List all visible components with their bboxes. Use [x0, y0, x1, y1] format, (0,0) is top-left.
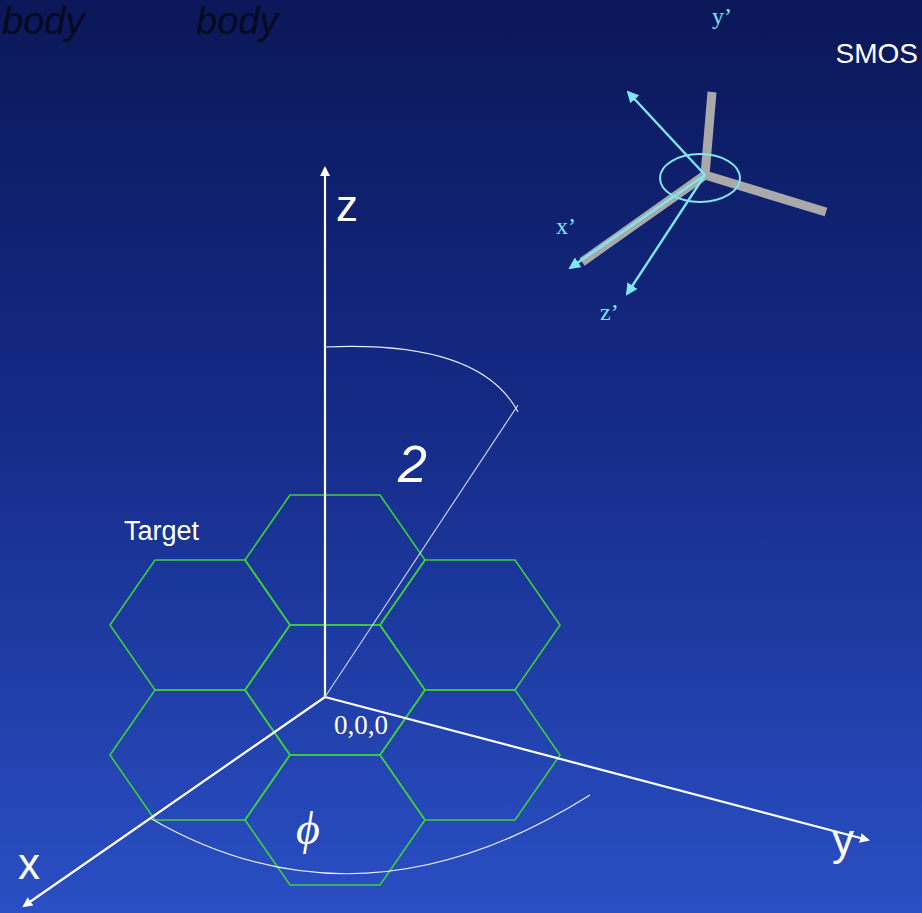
smos-satellite [570, 92, 826, 294]
angle-label: 2 [398, 438, 427, 490]
target-hexagons [110, 495, 560, 885]
cut-heading: body [2, 2, 84, 40]
view-line [325, 405, 518, 697]
axis-label: z [336, 184, 358, 228]
axis-label: y’ [712, 4, 732, 28]
satellite-name: SMOS [836, 40, 918, 68]
axes [24, 168, 868, 906]
target-label: Target [124, 518, 199, 545]
theta-arc [325, 346, 518, 412]
angle-label: ϕ [296, 806, 320, 852]
axis-label: y [832, 818, 854, 862]
origin-label: 0,0,0 [334, 712, 388, 739]
axis-label: x’ [556, 214, 576, 238]
cut-heading: body [196, 2, 278, 40]
axis-label: z’ [600, 300, 619, 324]
phi-arc [150, 795, 590, 874]
axis-label: x [18, 842, 40, 886]
